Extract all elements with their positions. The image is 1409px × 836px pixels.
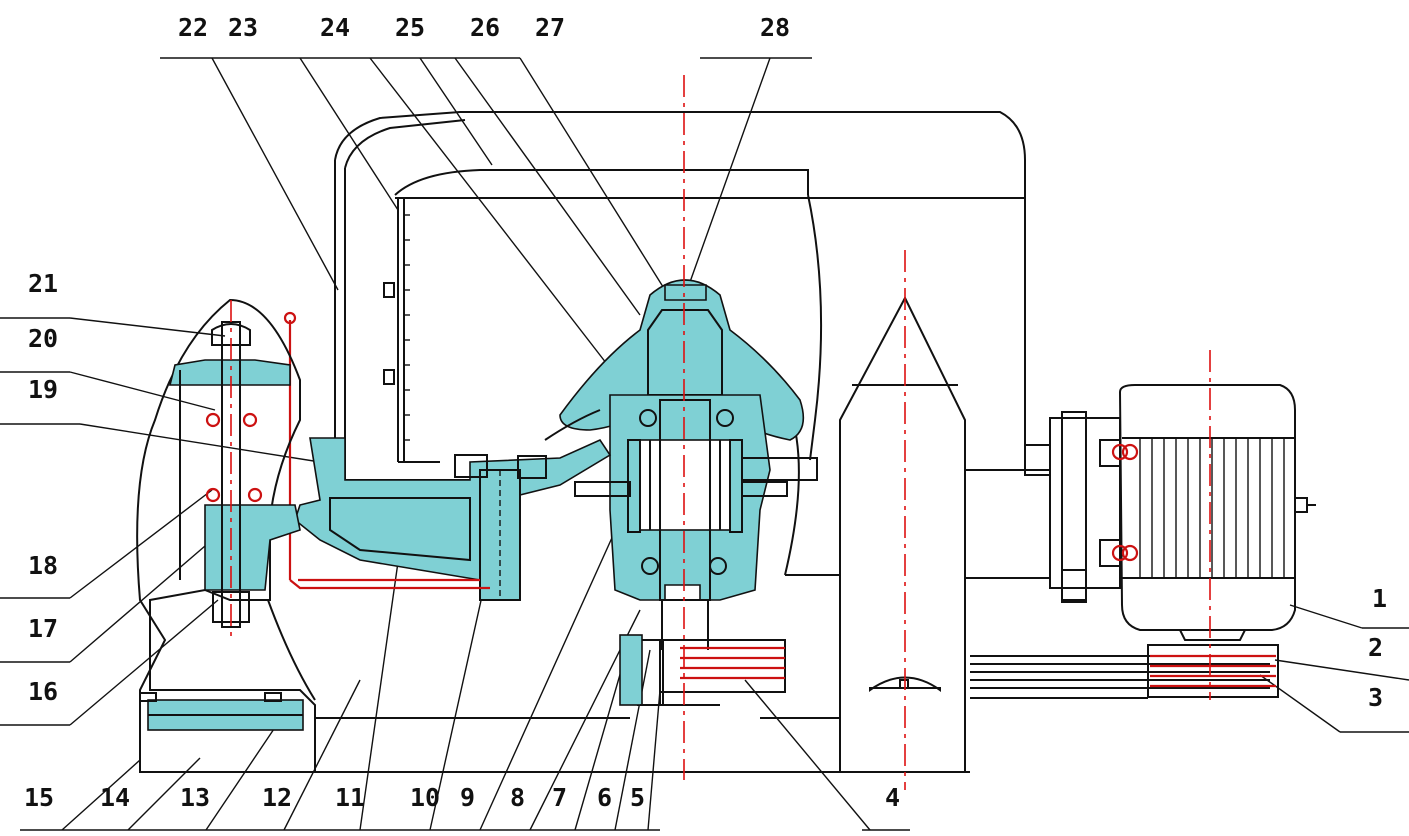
label-3: 3 — [1368, 683, 1383, 712]
label-23: 23 — [228, 13, 258, 42]
center-lines — [230, 75, 1211, 790]
motor-fins — [1139, 438, 1285, 578]
label-4: 4 — [885, 783, 900, 812]
label-5: 5 — [630, 783, 645, 812]
left-label-group: 21 20 19 18 17 16 — [0, 269, 321, 726]
ruler-ticks — [404, 214, 410, 441]
label-11: 11 — [335, 783, 365, 812]
label-21: 21 — [28, 269, 58, 298]
label-16: 16 — [28, 677, 58, 706]
label-13: 13 — [180, 783, 210, 812]
label-20: 20 — [28, 324, 58, 353]
label-27: 27 — [535, 13, 565, 42]
label-24: 24 — [320, 13, 350, 42]
label-6: 6 — [597, 783, 612, 812]
conduit-pipe — [283, 311, 612, 601]
label-19: 19 — [28, 375, 58, 404]
electric-motor — [1024, 384, 1316, 641]
belt-drive — [970, 644, 1279, 699]
hub-pulley — [640, 639, 786, 706]
drive-pedestal — [839, 295, 966, 773]
label-17: 17 — [28, 614, 58, 643]
central-hub — [559, 279, 818, 706]
right-label-group: 1 2 3 — [1259, 584, 1409, 733]
label-8: 8 — [510, 783, 525, 812]
label-12: 12 — [262, 783, 292, 812]
label-22: 22 — [178, 13, 208, 42]
label-18: 18 — [28, 551, 58, 580]
label-9: 9 — [460, 783, 475, 812]
label-14: 14 — [100, 783, 130, 812]
label-25: 25 — [395, 13, 425, 42]
label-26: 26 — [470, 13, 500, 42]
label-1: 1 — [1372, 584, 1387, 613]
label-7: 7 — [552, 783, 567, 812]
label-15: 15 — [24, 783, 54, 812]
label-2: 2 — [1368, 633, 1383, 662]
label-28: 28 — [760, 13, 790, 42]
left-column-assembly — [136, 298, 316, 773]
